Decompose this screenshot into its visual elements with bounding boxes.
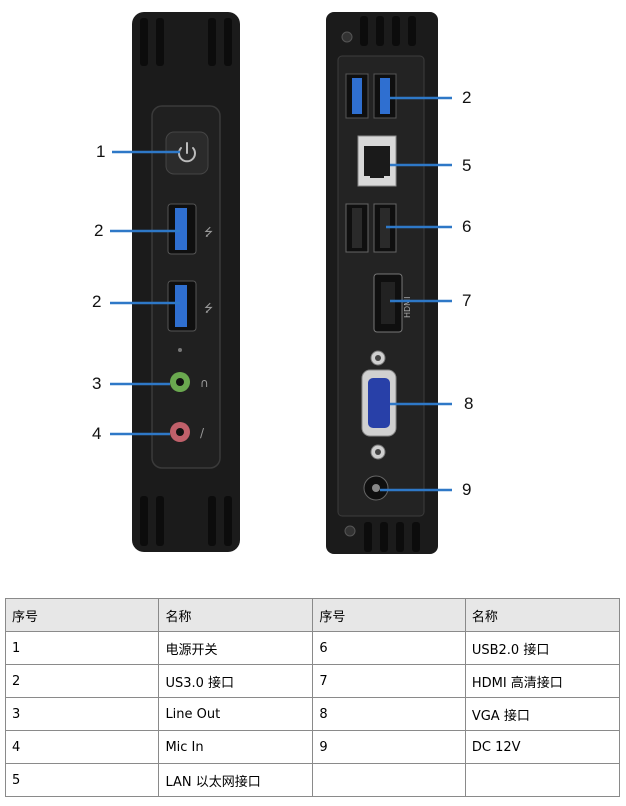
table-row: 3 Line Out 8 VGA 接口 xyxy=(4,697,621,731)
device-illustration: ⭍ ⭍ ∩ / xyxy=(110,12,452,554)
device-figure: ⭍ ⭍ ∩ / xyxy=(92,12,474,554)
table-cell: DC 12V xyxy=(464,730,621,764)
callout-number: 5 xyxy=(462,156,472,175)
screw-icon xyxy=(341,31,353,43)
table-cell xyxy=(464,763,621,797)
table-cell: USB2.0 接口 xyxy=(464,631,621,665)
front-top-ribs xyxy=(140,18,232,66)
table-cell: Line Out xyxy=(158,697,314,731)
header-cell: 序号 xyxy=(312,598,466,632)
table-cell: 5 xyxy=(4,763,160,797)
header-cell: 名称 xyxy=(464,598,621,632)
back-usb3-ports xyxy=(345,73,397,119)
table-row: 5 LAN 以太网接口 xyxy=(4,763,621,797)
callout-lines xyxy=(110,96,452,492)
usb-icon: ⭍ xyxy=(204,226,213,239)
table-cell: 电源开关 xyxy=(158,631,314,665)
back-bottom-ribs xyxy=(364,522,420,552)
table-row: 4 Mic In 9 DC 12V xyxy=(4,730,621,764)
front-usb3-port-1 xyxy=(167,203,197,255)
callout-number: 1 xyxy=(96,142,106,161)
callout-number: 2 xyxy=(94,221,104,240)
table-cell: 2 xyxy=(4,664,160,698)
table-cell: HDMI 高清接口 xyxy=(464,664,621,698)
header-cell: 名称 xyxy=(158,598,314,632)
callout-number: 2 xyxy=(462,88,472,107)
callout-number: 7 xyxy=(462,291,472,310)
hdmi-marking: HDMI xyxy=(403,297,412,318)
indicator-dot xyxy=(178,348,182,352)
vga-port xyxy=(361,350,397,460)
front-bottom-ribs xyxy=(140,496,232,546)
table-cell: 1 xyxy=(4,631,160,665)
callout-number: 4 xyxy=(92,424,102,443)
table-cell: 3 xyxy=(4,697,160,731)
callout-number: 3 xyxy=(92,374,102,393)
callout-number: 9 xyxy=(462,480,472,499)
back-top-ribs xyxy=(360,16,416,46)
table-cell: LAN 以太网接口 xyxy=(158,763,314,797)
table-cell: 6 xyxy=(312,631,466,665)
port-table: 序号 名称 序号 名称 1 电源开关 6 USB2.0 接口 2 US3.0 接… xyxy=(4,598,621,797)
lan-port xyxy=(357,135,397,187)
table-cell: 4 xyxy=(4,730,160,764)
table-cell: 7 xyxy=(312,664,466,698)
table-cell xyxy=(312,763,466,797)
table-row: 1 电源开关 6 USB2.0 接口 xyxy=(4,631,621,665)
back-usb2-ports xyxy=(345,203,397,253)
callout-number: 6 xyxy=(462,217,472,236)
table-cell: US3.0 接口 xyxy=(158,664,314,698)
usb-icon: ⭍ xyxy=(204,302,213,315)
hdmi-port xyxy=(373,273,403,333)
front-usb3-port-2 xyxy=(167,280,197,332)
header-cell: 序号 xyxy=(4,598,160,632)
table-row: 2 US3.0 接口 7 HDMI 高清接口 xyxy=(4,664,621,698)
callout-number: 2 xyxy=(92,292,102,311)
table-cell: Mic In xyxy=(158,730,314,764)
headphone-icon: ∩ xyxy=(200,376,209,390)
table-cell: 9 xyxy=(312,730,466,764)
back-panel: HDMI xyxy=(326,12,438,554)
front-panel: ⭍ ⭍ ∩ / xyxy=(132,12,240,552)
callout-number: 8 xyxy=(464,394,474,413)
table-header-row: 序号 名称 序号 名称 xyxy=(4,598,621,632)
mic-icon: / xyxy=(200,426,205,440)
table-cell: 8 xyxy=(312,697,466,731)
dc-jack xyxy=(363,475,389,501)
table-cell: VGA 接口 xyxy=(464,697,621,731)
screw-icon xyxy=(344,525,356,537)
